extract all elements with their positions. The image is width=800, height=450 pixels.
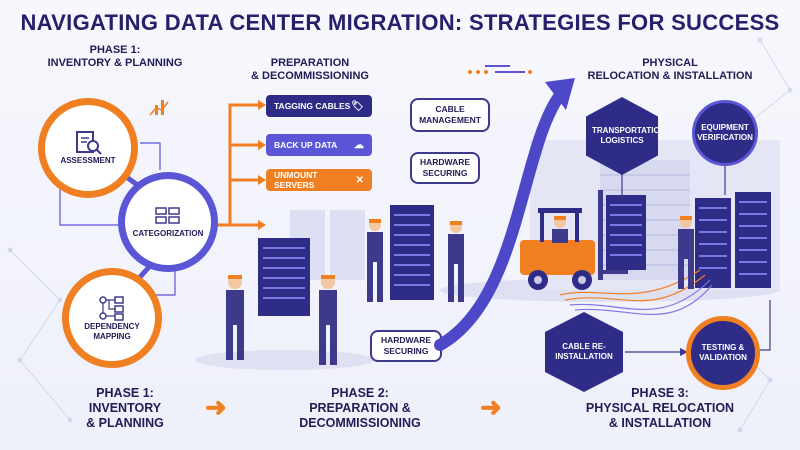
task-label: TAGGING CABLES [274,101,351,111]
testing-validation-node: TESTING & VALIDATION [686,316,760,390]
worker-figure [448,221,464,302]
task-unmount-servers: UNMOUNT SERVERS ✕ [266,169,372,191]
callout-hardware-securing-lower: HARDWARE SECURING [370,330,442,362]
testing-validation-label: TESTING & VALIDATION [699,343,747,362]
forklift [520,190,628,290]
server-rack [258,238,310,316]
cable-reinstallation-label: CABLE RE-INSTALLATION [555,342,613,361]
phase-arrow-icon: ➜ [205,392,227,422]
cloud-upload-icon: ☁ [354,139,364,151]
grid-blocks-icon [155,207,180,224]
dependency-mapping-node: DEPENDENCY MAPPING [62,268,162,368]
magnifier-document-icon [76,131,102,155]
callout-cable-management: CABLE MANAGEMENT [410,98,490,132]
phase-arrow-icon: ➜ [480,392,502,422]
flowchart-icon [99,296,124,321]
categorization-label: CATEGORIZATION [132,229,204,238]
phase2-header: PREPARATION & DECOMMISSIONING [251,57,369,82]
task-tagging-cables: TAGGING CABLES 🏷 [266,95,372,117]
assessment-node: ASSESSMENT [38,98,138,198]
worker-figure [226,275,244,360]
task-label: BACK UP DATA [274,140,338,150]
phase3-header: PHYSICAL RELOCATION & INSTALLATION [587,57,753,82]
assessment-label: ASSESSMENT [60,156,116,165]
transportation-logistics-node: TRANSPORTATION LOGISTICS [586,97,658,175]
worker-figure [678,216,694,289]
task-label: UNMOUNT SERVERS [274,170,318,190]
page-title: NAVIGATING DATA CENTER MIGRATION: STRATE… [20,10,780,35]
worker-figure [367,219,383,302]
callout-hardware-securing-upper: HARDWARE SECURING [410,152,480,184]
bottom-phase2-label: PHASE 2: PREPARATION & DECOMMISSIONING [299,386,421,430]
cable-reinstallation-node: CABLE RE-INSTALLATION [545,312,623,392]
equipment-verification-node: EQUIPMENT VERIFICATION [692,100,758,166]
bottom-phase3-label: PHASE 3: PHYSICAL RELOCATION & INSTALLAT… [585,386,735,430]
transition-arrow [434,89,566,351]
task-back-up-data: BACK UP DATA ☁ [266,134,372,156]
tools-icon: ✕ [355,174,364,186]
dependency-mapping-label: DEPENDENCY MAPPING [84,322,140,341]
server-rack [390,205,434,300]
categorization-node: CATEGORIZATION [118,172,218,272]
transportation-logistics-label: TRANSPORTATION LOGISTICS [592,126,666,145]
tag-icon: 🏷 [351,100,364,112]
worker-figure [319,275,337,365]
equipment-verification-label: EQUIPMENT VERIFICATION [697,123,753,142]
bottom-phase1-label: PHASE 1: INVENTORY & PLANNING [86,386,164,430]
phase1-header: PHASE 1: INVENTORY & PLANNING [47,44,183,69]
